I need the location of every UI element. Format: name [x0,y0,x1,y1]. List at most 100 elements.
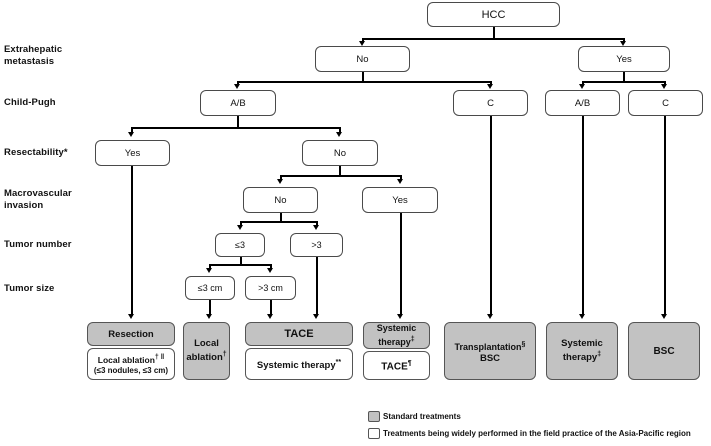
treatment-resection[interactable]: Resection [87,322,175,346]
node-tumor-number-le3[interactable]: ≤3 [215,233,265,257]
row-label-resectability: Resectability* [4,147,68,158]
legend-standard-treatments-label: Standard treatments [383,412,461,421]
connector-mvino-stem [280,213,282,222]
node-child-pugh-ab-left[interactable]: A/B [200,90,276,116]
connector-resectyes-to-resection [131,166,133,315]
arrow-metyes-to-ab [579,84,585,89]
double-asterisk-superscript: ** [335,358,342,366]
treatment-local-ablation-label: Local ablation† [186,338,227,364]
arrow-gt3cm-to-tace [267,314,273,319]
row-label-macrovascular-invasion: Macrovascular invasion [4,188,72,211]
treatment-systemic-therapy-star-label: Systemic therapy** [256,358,342,372]
treatment-systemic-therapy-meta[interactable]: Systemic therapy‡ [546,322,618,380]
connector-metab-to-systemic [582,116,584,315]
node-tumor-size-gt3cm[interactable]: >3 cm [245,276,296,300]
treatment-tace[interactable]: TACE [245,322,353,346]
arrow-le3-to-gt3cm [267,268,273,273]
treatment-transplantation-bsc[interactable]: Transplantation§ BSC [444,322,536,380]
dagger-parallel-superscript: † ‖ [154,354,165,362]
legend-swatch-standard-icon [368,411,380,422]
connector-gt3-to-tace [316,257,318,315]
connector-resectno-stem [339,166,341,176]
treatment-local-ablation[interactable]: Local ablation† [183,322,230,380]
node-hcc-root[interactable]: HCC [427,2,560,27]
connector-le3-bus [209,264,271,266]
connector-metno-bus [237,81,491,83]
connector-metno-to-ab [237,81,239,85]
arrow-le3-to-le3cm [206,268,212,273]
node-metastasis-yes[interactable]: Yes [578,46,670,72]
treatment-local-ablation-nodules-label: Local ablation† ‖ [97,354,165,366]
pilcrow-superscript: ¶ [407,360,412,368]
connector-root-to-no [362,38,364,43]
arrow-mvino-to-le3 [237,225,243,230]
connector-root-bus [362,38,624,40]
connector-cpab-to-yes [131,127,133,133]
treatment-systemic-therapy-meta-label: Systemic therapy‡ [561,338,603,364]
arrow-resectno-to-mviyes [397,179,403,184]
connector-gt3cm-to-tace [270,300,272,315]
node-child-pugh-ab-right[interactable]: A/B [545,90,620,116]
connector-root-to-yes [623,38,625,43]
double-dagger-superscript-meta: ‡ [597,351,602,359]
arrow-resectno-to-mvino [277,179,283,184]
treatment-systemic-therapy-cp[interactable]: Systemic therapy‡ [363,322,430,349]
node-macrovascular-invasion-yes[interactable]: Yes [362,187,438,213]
treatment-systemic-therapy-cp-label: Systemic therapy‡ [376,323,417,347]
arrow-metc-to-bsc [661,314,667,319]
connector-metyes-to-ab [582,81,584,85]
connector-metno-to-c [490,81,492,85]
dagger-superscript: † [222,351,227,359]
double-dagger-superscript-cp: ‡ [410,336,415,343]
arrow-resectyes-to-resection [128,314,134,319]
node-child-pugh-c-right[interactable]: C [628,90,703,116]
arrow-root-to-no [359,41,365,46]
connector-metc-to-bsc [664,116,666,315]
node-child-pugh-c-left[interactable]: C [453,90,528,116]
node-macrovascular-invasion-no[interactable]: No [243,187,318,213]
connector-mviyes-to-systemic [400,213,402,315]
connector-le3cm-to-local-ablation [209,300,211,315]
arrow-metno-to-ab [234,84,240,89]
arrow-le3cm-to-local-ablation [206,314,212,319]
treatment-tace-pilcrow[interactable]: TACE¶ [363,351,430,380]
connector-metno-stem [362,72,364,82]
arrow-mvino-to-gt3 [313,225,319,230]
treatment-systemic-therapy-star[interactable]: Systemic therapy** [245,348,353,380]
node-tumor-size-le3cm[interactable]: ≤3 cm [185,276,235,300]
connector-mvino-to-gt3 [316,221,318,226]
legend-standard-treatments: Standard treatments [368,411,461,422]
node-resectability-yes[interactable]: Yes [95,140,170,166]
connector-cpab-to-no [339,127,341,133]
connector-mvino-bus [240,221,317,223]
connector-cpab-stem [237,116,239,128]
section-superscript: § [521,340,526,348]
node-resectability-no[interactable]: No [302,140,378,166]
treatment-bsc[interactable]: BSC [628,322,700,380]
treatment-tace-label: TACE [284,327,314,340]
connector-le3-to-gt3cm [270,264,272,270]
connector-mvino-to-le3 [240,221,242,226]
connector-le3-stem [240,257,242,265]
node-metastasis-no[interactable]: No [315,46,410,72]
arrow-cpab-to-no [336,132,342,137]
row-label-extrahepatic-metastasis: Extrahepatic metastasis [4,44,63,67]
treatment-resection-label: Resection [108,328,154,340]
treatment-tace-pilcrow-label: TACE¶ [381,360,412,373]
arrow-root-to-yes [620,41,626,46]
connector-cpab-bus [131,127,340,129]
arrow-cpab-to-yes [128,132,134,137]
node-tumor-number-gt3[interactable]: >3 [290,233,343,257]
row-label-tumor-size: Tumor size [4,283,55,294]
connector-cpc-to-transplantation [490,116,492,315]
row-label-tumor-number: Tumor number [4,239,72,250]
connector-resectno-to-mviyes [400,175,402,180]
treatment-local-ablation-nodules[interactable]: Local ablation† ‖ (≤3 nodules, ≤3 cm) [87,348,175,380]
row-label-child-pugh: Child-Pugh [4,97,56,108]
connector-resectno-to-mvino [280,175,282,180]
arrow-metno-to-c [487,84,493,89]
arrow-mviyes-to-systemic [397,314,403,319]
arrow-cpc-to-transplantation [487,314,493,319]
legend-field-treatments: Treatments being widely performed in the… [368,428,691,439]
